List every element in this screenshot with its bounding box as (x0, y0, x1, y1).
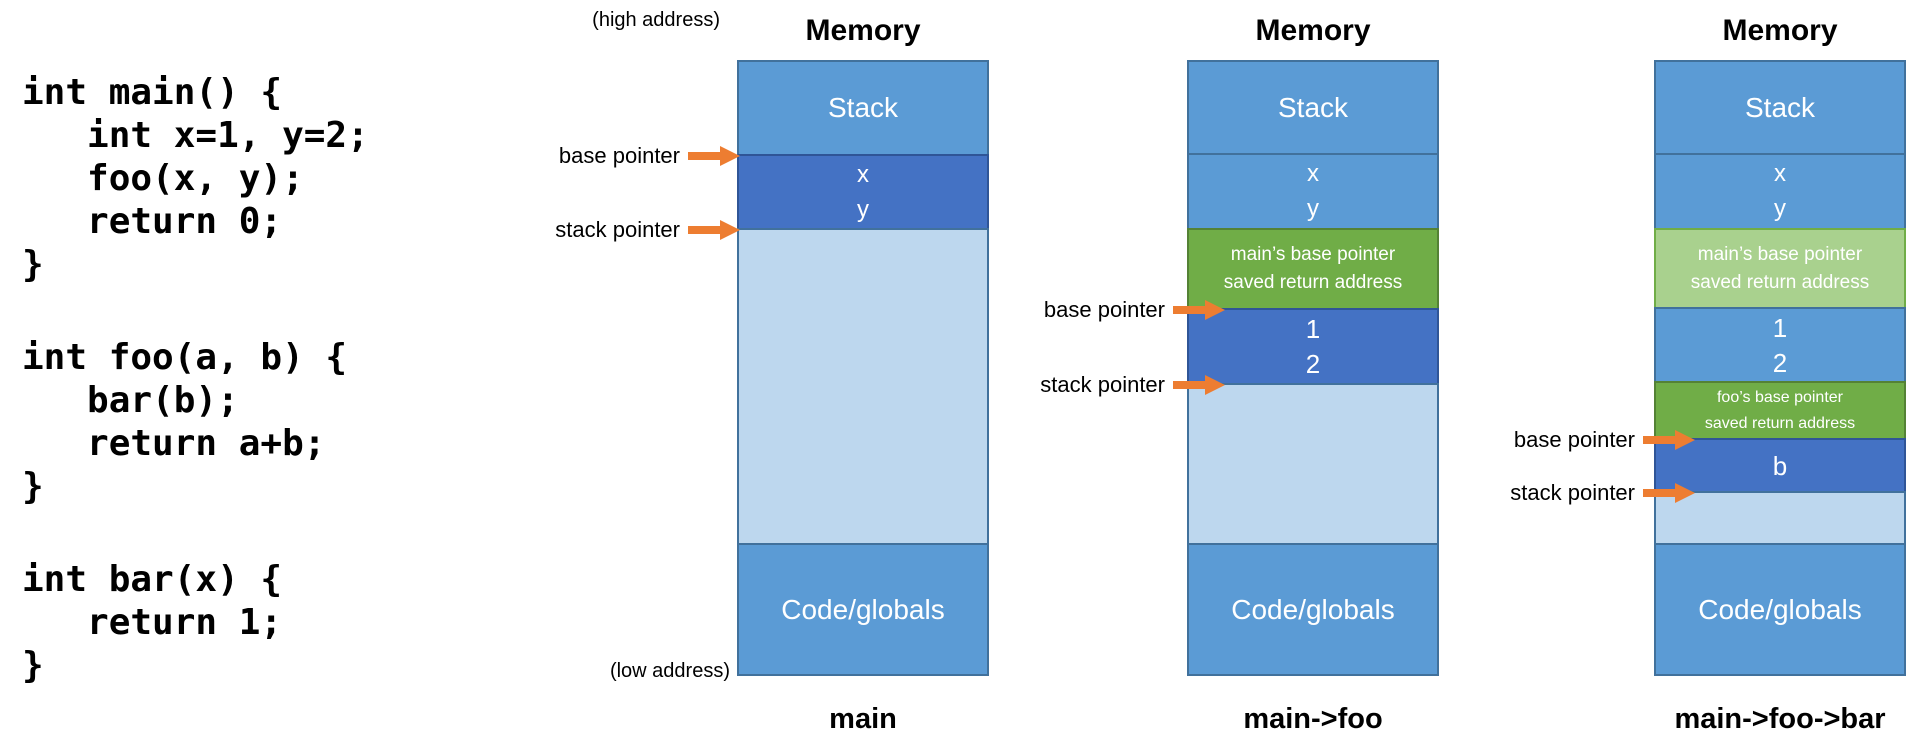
arrow-shaft (1173, 306, 1205, 314)
base-pointer-label: base pointer (1513, 427, 1635, 452)
column-caption-main-foo-bar: main->foo->bar (1674, 703, 1886, 735)
column-caption-main: main (829, 703, 897, 735)
local-x-label: x (1774, 159, 1786, 187)
arrow-shaft (1643, 489, 1675, 497)
segment-saved-main-frame: main’s base pointer saved return address (1654, 228, 1906, 309)
base-pointer-annotation-col3: base pointer (1514, 427, 1695, 453)
saved-return-address-line: saved return address (1704, 414, 1856, 432)
segment-free-stack-space (737, 228, 989, 545)
stack-label: Stack (1277, 91, 1349, 123)
arrow-head (1675, 430, 1695, 450)
arrow-right-icon (1173, 375, 1225, 395)
arg-a-value: 1 (1772, 312, 1788, 343)
local-x-label: x (1307, 159, 1319, 187)
arg-b-value: 2 (1772, 347, 1788, 378)
code-block-main: int main() { int x=1, y=2; foo(x, y); re… (22, 72, 369, 285)
arrow-right-icon (688, 146, 740, 166)
arrow-head (1205, 375, 1225, 395)
arg-a-value: 1 (1305, 313, 1321, 344)
stack-label: Stack (1744, 91, 1816, 123)
segment-main-locals: x y (737, 154, 989, 230)
segment-bar-arg: b (1654, 438, 1906, 493)
segment-main-locals: x y (1654, 153, 1906, 230)
segment-saved-main-frame: main’s base pointer saved return address (1187, 228, 1439, 310)
segment-stack: Stack (1187, 60, 1439, 155)
segment-foo-args: 1 2 (1187, 308, 1439, 385)
local-y-label: y (857, 195, 869, 223)
arg-b-value: 2 (1305, 349, 1321, 380)
arrow-right-icon (1643, 483, 1695, 503)
segment-code-globals: Code/globals (1187, 543, 1439, 676)
local-x-label: x (857, 160, 869, 188)
arrow-right-icon (688, 220, 740, 240)
high-address-label: (high address) (592, 9, 720, 31)
arrow-shaft (688, 226, 720, 234)
arrow-head (720, 146, 740, 166)
column-caption-main-foo: main->foo (1243, 703, 1383, 735)
stack-pointer-annotation-col3: stack pointer (1510, 480, 1695, 506)
code-block-foo: int foo(a, b) { bar(b); return a+b; } (22, 337, 348, 507)
base-pointer-label: base pointer (558, 143, 680, 168)
segment-code-globals: Code/globals (737, 543, 989, 676)
arrow-head (720, 220, 740, 240)
arrow-head (1675, 483, 1695, 503)
code-globals-label: Code/globals (781, 593, 945, 625)
base-pointer-annotation-col1: base pointer (559, 143, 740, 169)
saved-base-pointer-line: main’s base pointer (1230, 244, 1396, 265)
memory-title-main-foo-bar: Memory (1722, 14, 1838, 47)
base-pointer-annotation-col2: base pointer (1044, 297, 1225, 323)
low-address-label: (low address) (609, 660, 730, 682)
stack-label: Stack (827, 92, 899, 123)
memory-box-main-foo-bar: Stack x y main’s base pointer saved retu… (1654, 60, 1906, 676)
arrow-head (1205, 300, 1225, 320)
memory-box-main-foo: Stack x y main’s base pointer saved retu… (1187, 60, 1439, 676)
saved-base-pointer-line: foo’s base pointer (1716, 388, 1843, 406)
arrow-shaft (688, 152, 720, 160)
local-y-label: y (1774, 195, 1786, 223)
memory-title-main-foo: Memory (1255, 14, 1371, 47)
arrow-shaft (1643, 436, 1675, 444)
memory-box-main: Stack x y Code/globals (737, 60, 989, 676)
segment-free-stack-space (1187, 383, 1439, 545)
base-pointer-label: base pointer (1043, 297, 1165, 322)
stack-pointer-label: stack pointer (555, 217, 680, 242)
stack-pointer-annotation-col2: stack pointer (1040, 372, 1225, 398)
segment-code-globals: Code/globals (1654, 543, 1906, 676)
segment-saved-foo-frame: foo’s base pointer saved return address (1654, 381, 1906, 440)
arrow-right-icon (1643, 430, 1695, 450)
stack-pointer-label: stack pointer (1510, 480, 1635, 505)
arrow-shaft (1173, 381, 1205, 389)
stack-pointer-annotation-col1: stack pointer (555, 217, 740, 243)
saved-return-address-line: saved return address (1223, 272, 1403, 293)
segment-main-locals: x y (1187, 153, 1439, 230)
segment-foo-args: 1 2 (1654, 307, 1906, 383)
local-y-label: y (1307, 195, 1319, 223)
stack-pointer-label: stack pointer (1040, 372, 1165, 397)
code-block-bar: int bar(x) { return 1; } (22, 559, 283, 686)
memory-title-main: Memory (805, 14, 921, 47)
segment-free-stack-space (1654, 491, 1906, 545)
segment-stack: Stack (737, 60, 989, 156)
segment-stack: Stack (1654, 60, 1906, 155)
saved-return-address-line: saved return address (1690, 271, 1870, 293)
code-globals-label: Code/globals (1698, 593, 1862, 625)
arrow-right-icon (1173, 300, 1225, 320)
code-globals-label: Code/globals (1231, 593, 1395, 625)
arg-b-value: b (1772, 450, 1788, 481)
saved-base-pointer-line: main’s base pointer (1697, 243, 1863, 265)
